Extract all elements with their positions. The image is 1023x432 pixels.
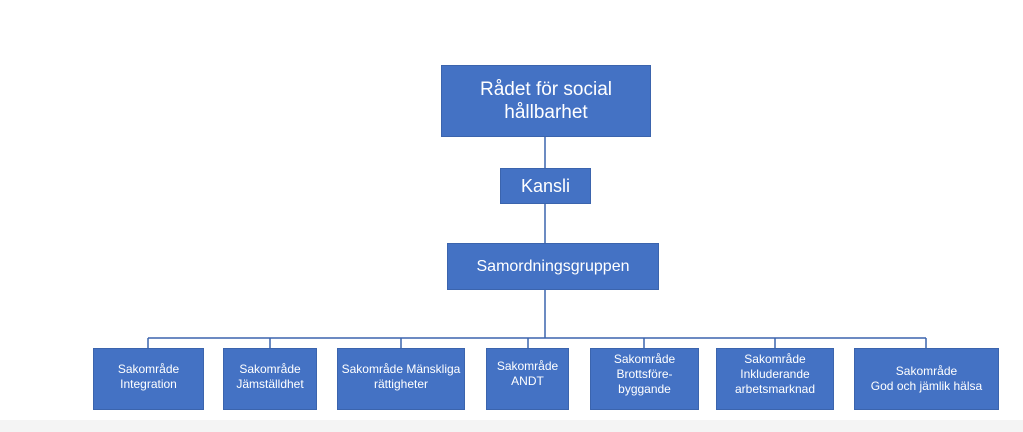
area-box-andt: Sakområde ANDT: [486, 348, 569, 410]
bottom-strip: [0, 420, 1023, 432]
area-box-inkluderande-arbetsmarknad: Sakområde Inkluderande arbetsmarknad: [716, 348, 834, 410]
area-label: Sakområde Jämställdhet: [236, 362, 304, 391]
area-label: Sakområde Mänskliga rättigheter: [341, 362, 461, 391]
area-box-god-och-jamlik-halsa: Sakområde God och jämlik hälsa: [854, 348, 999, 410]
area-label: Sakområde Inkluderande arbetsmarknad: [734, 351, 816, 396]
area-label: Sakområde ANDT: [496, 359, 559, 388]
root-label: Rådet för social hållbarhet: [479, 79, 612, 123]
area-label: Sakområde God och jämlik hälsa: [870, 364, 983, 393]
area-box-manskliga-rattigheter: Sakområde Mänskliga rättigheter: [337, 348, 465, 410]
kansli-box: Kansli: [500, 168, 591, 204]
samordningsgruppen-label: Samordningsgruppen: [476, 257, 630, 275]
root-box: Rådet för social hållbarhet: [441, 65, 651, 137]
area-box-integration: Sakområde Integration: [93, 348, 204, 410]
area-label: Sakområde Integration: [117, 362, 180, 391]
kansli-label: Kansli: [520, 175, 571, 196]
area-box-brottsforebyggande: Sakområde Brottsföre- byggande: [590, 348, 699, 410]
samordningsgruppen-box: Samordningsgruppen: [447, 243, 659, 290]
area-label: Sakområde Brottsföre- byggande: [613, 351, 676, 396]
area-box-jamstalldhet: Sakområde Jämställdhet: [223, 348, 317, 410]
